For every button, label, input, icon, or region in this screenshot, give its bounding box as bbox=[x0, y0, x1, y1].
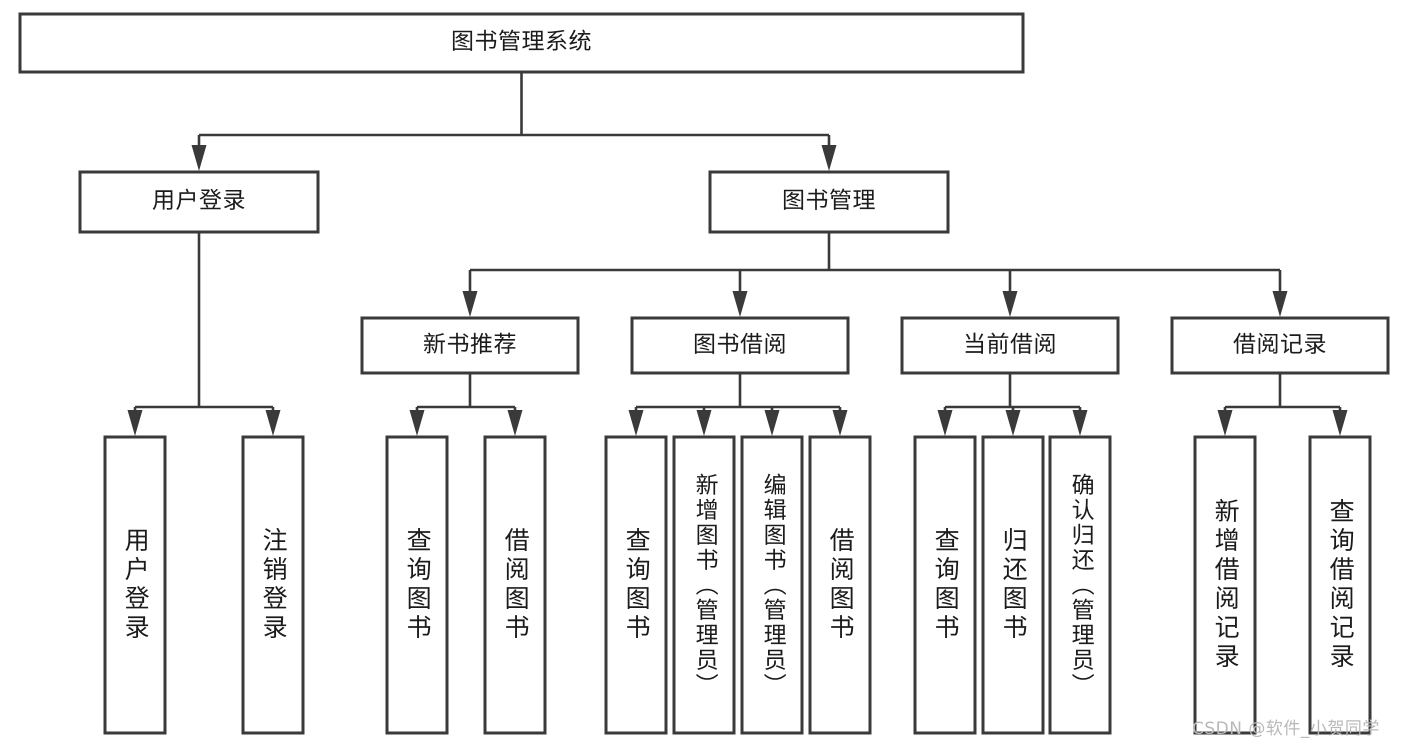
node-box-user-login bbox=[78, 170, 320, 234]
node-box-leaf-user-login bbox=[103, 435, 167, 735]
connector-layer bbox=[127, 72, 1348, 436]
arrow-head-icon-leaf-query-book-borrow bbox=[628, 410, 644, 436]
node-box-leaf-query-book-borrow bbox=[604, 435, 668, 735]
node-box-root bbox=[18, 12, 1025, 74]
node-box-borrow-record bbox=[1170, 316, 1390, 375]
arrow-head-icon-user-login bbox=[191, 145, 207, 171]
arrow-head-icon-leaf-borrow-book bbox=[832, 410, 848, 436]
node-box-leaf-borrow-book-recommend bbox=[483, 435, 547, 735]
node-box-leaf-add-book-admin bbox=[672, 435, 736, 735]
csdn-watermark: CSDN @软件_小贺同学 bbox=[1192, 719, 1380, 739]
node-box-leaf-query-book-recommend bbox=[385, 435, 449, 735]
arrow-head-icon-leaf-query-book-recommend bbox=[409, 410, 425, 436]
node-box-current-borrow bbox=[900, 316, 1120, 375]
node-box-leaf-logout-login bbox=[241, 435, 305, 735]
arrow-head-icon-leaf-query-borrow-record bbox=[1332, 410, 1348, 436]
node-box-leaf-edit-book-admin bbox=[740, 435, 804, 735]
arrow-head-icon-leaf-query-book-current bbox=[937, 410, 953, 436]
node-box-leaf-query-book-current bbox=[913, 435, 977, 735]
node-box-leaf-confirm-return-admin bbox=[1048, 435, 1112, 735]
arrow-head-icon-borrow-record bbox=[1272, 291, 1288, 317]
node-box-leaf-borrow-book bbox=[808, 435, 872, 735]
box-layer bbox=[18, 12, 1390, 735]
arrow-head-icon-leaf-edit-book-admin bbox=[764, 410, 780, 436]
arrow-head-icon-book-borrow bbox=[732, 291, 748, 317]
arrow-head-icon-leaf-logout-login bbox=[265, 410, 281, 436]
arrow-head-icon-current-borrow bbox=[1002, 291, 1018, 317]
arrow-head-icon-leaf-borrow-book-recommend bbox=[507, 410, 523, 436]
node-box-new-book-recommend bbox=[360, 316, 580, 375]
node-box-leaf-add-borrow-record bbox=[1193, 435, 1257, 735]
arrow-head-icon-book-management bbox=[821, 145, 837, 171]
arrow-head-icon-leaf-add-borrow-record bbox=[1217, 410, 1233, 436]
node-box-leaf-query-borrow-record bbox=[1308, 435, 1372, 735]
arrow-head-icon-leaf-return-book bbox=[1005, 410, 1021, 436]
arrow-head-icon-new-book-recommend bbox=[462, 291, 478, 317]
arrow-head-icon-leaf-confirm-return-admin bbox=[1072, 410, 1088, 436]
node-box-leaf-return-book bbox=[981, 435, 1045, 735]
arrow-head-icon-leaf-add-book-admin bbox=[696, 410, 712, 436]
node-box-book-borrow bbox=[630, 316, 850, 375]
arrow-head-icon-leaf-user-login bbox=[127, 410, 143, 436]
node-box-book-management bbox=[708, 170, 950, 234]
